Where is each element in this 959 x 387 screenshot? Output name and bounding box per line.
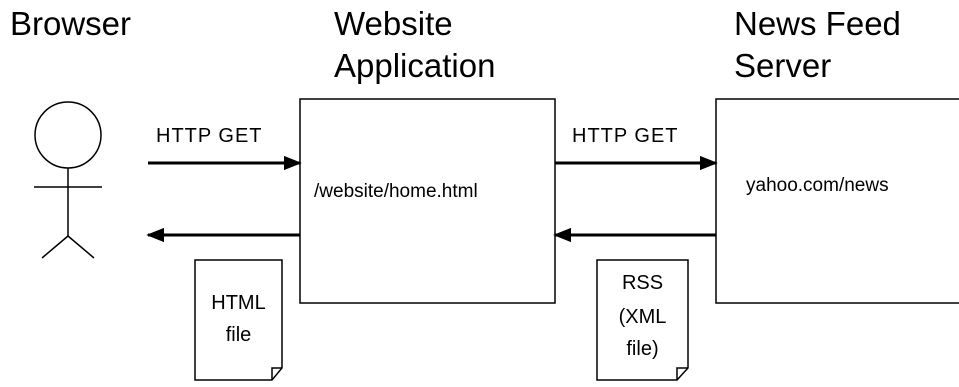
- news-feed-heading-line1: News Feed: [734, 5, 901, 42]
- stick-figure-left-leg: [41, 235, 69, 259]
- website-heading-line1: Website: [334, 5, 453, 42]
- news-feed-heading-line2: Server: [734, 47, 832, 84]
- rss-doc-label-line3: file): [626, 338, 659, 360]
- stick-figure-head: [34, 101, 102, 169]
- rss-doc-label-line2: (XML: [618, 306, 667, 328]
- html-file-document-icon: [194, 259, 283, 381]
- html-doc-label-line1: HTML: [211, 292, 266, 314]
- user-stick-figure-icon: [34, 101, 102, 259]
- website-box-label: /website/home.html: [314, 181, 478, 202]
- stick-figure-right-leg: [67, 235, 95, 259]
- rss-file-document-icon: [596, 259, 689, 381]
- news-request-label: HTTP GET: [572, 125, 679, 147]
- website-application-box: [299, 98, 556, 304]
- rss-doc-label-line1: RSS: [621, 272, 664, 294]
- news-box-label: yahoo.com/news: [746, 175, 889, 196]
- html-doc-label-line2: file: [225, 324, 252, 346]
- website-heading-line2: Application: [334, 47, 496, 84]
- news-feed-server-box: [715, 98, 959, 304]
- browser-heading: Browser: [10, 5, 132, 42]
- browser-request-label: HTTP GET: [156, 125, 263, 147]
